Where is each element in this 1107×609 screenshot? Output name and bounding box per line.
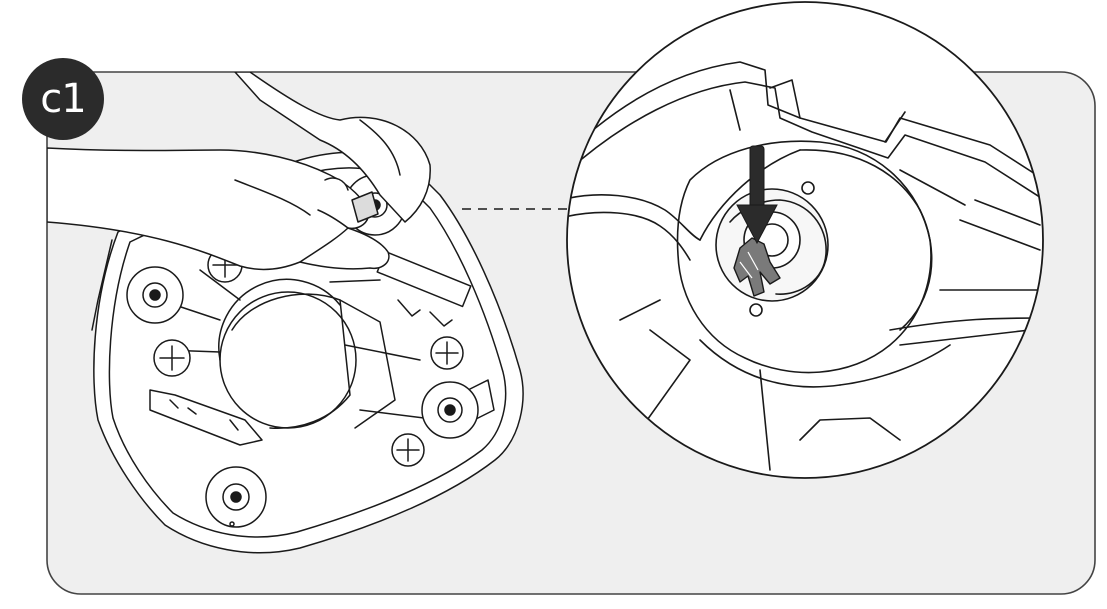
side-brush-hub-icon xyxy=(126,266,184,324)
screw-icon xyxy=(430,336,464,370)
magnified-detail xyxy=(566,1,1044,479)
screw-icon xyxy=(391,433,425,467)
hand-icon xyxy=(47,72,431,271)
screw-icon xyxy=(153,339,191,377)
brush-bristle-icon xyxy=(733,237,781,297)
step-label: c1 xyxy=(40,76,86,122)
side-brush-hub-icon xyxy=(205,466,267,528)
side-brush-hub-icon xyxy=(421,381,479,439)
step-badge: c1 xyxy=(22,58,104,140)
down-arrow-icon xyxy=(736,145,778,245)
